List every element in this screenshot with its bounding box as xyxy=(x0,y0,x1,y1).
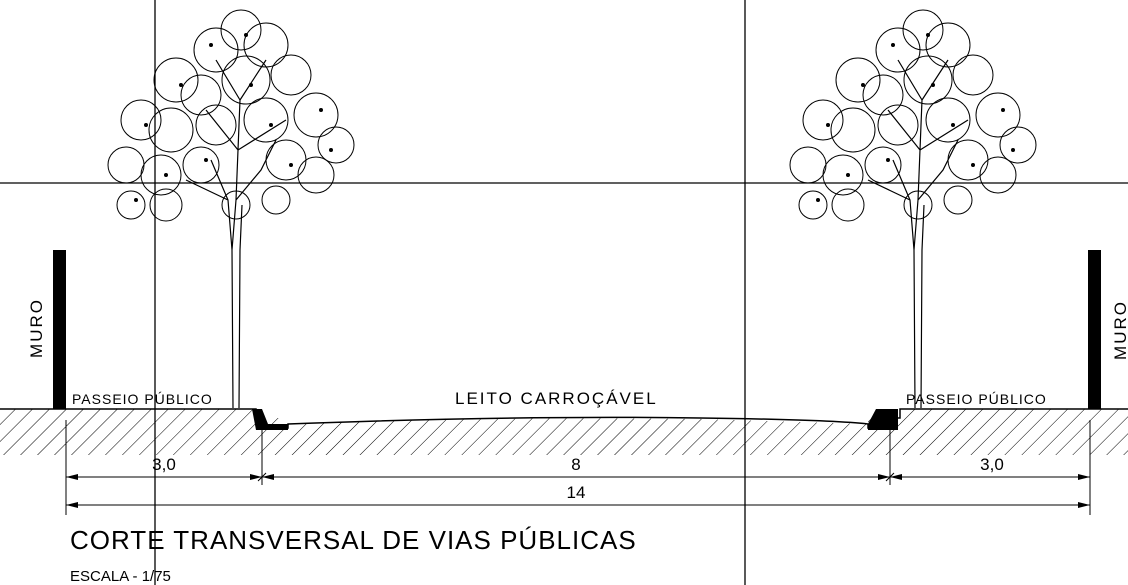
ground-profile xyxy=(0,408,1128,429)
ground-hatching xyxy=(0,409,1128,455)
curb-left xyxy=(252,409,288,430)
wall-right xyxy=(1088,250,1101,409)
sidewalk-left-label: PASSEIO PÚBLICO xyxy=(72,391,213,407)
wall-left-label: MURO xyxy=(27,298,46,358)
dimension-roadway: 8 xyxy=(571,455,580,474)
wall-right-label: MURO xyxy=(1111,300,1128,360)
drawing-scale: ESCALA - 1/75 xyxy=(70,568,171,585)
wall-left xyxy=(53,250,66,409)
drawing-title: CORTE TRANSVERSAL DE VIAS PÚBLICAS xyxy=(70,525,637,555)
tree-icon xyxy=(789,9,1037,409)
dimension-arrows xyxy=(66,474,1090,508)
sidewalk-right-label: PASSEIO PÚBLICO xyxy=(906,391,1047,407)
tree-icon xyxy=(107,9,355,409)
dimension-sidewalk-right: 3,0 xyxy=(980,455,1004,474)
dimension-total: 14 xyxy=(567,483,586,502)
curb-right xyxy=(868,409,898,430)
roadway-label: LEITO CARROÇÁVEL xyxy=(455,389,658,408)
dimension-sidewalk-left: 3,0 xyxy=(152,455,176,474)
